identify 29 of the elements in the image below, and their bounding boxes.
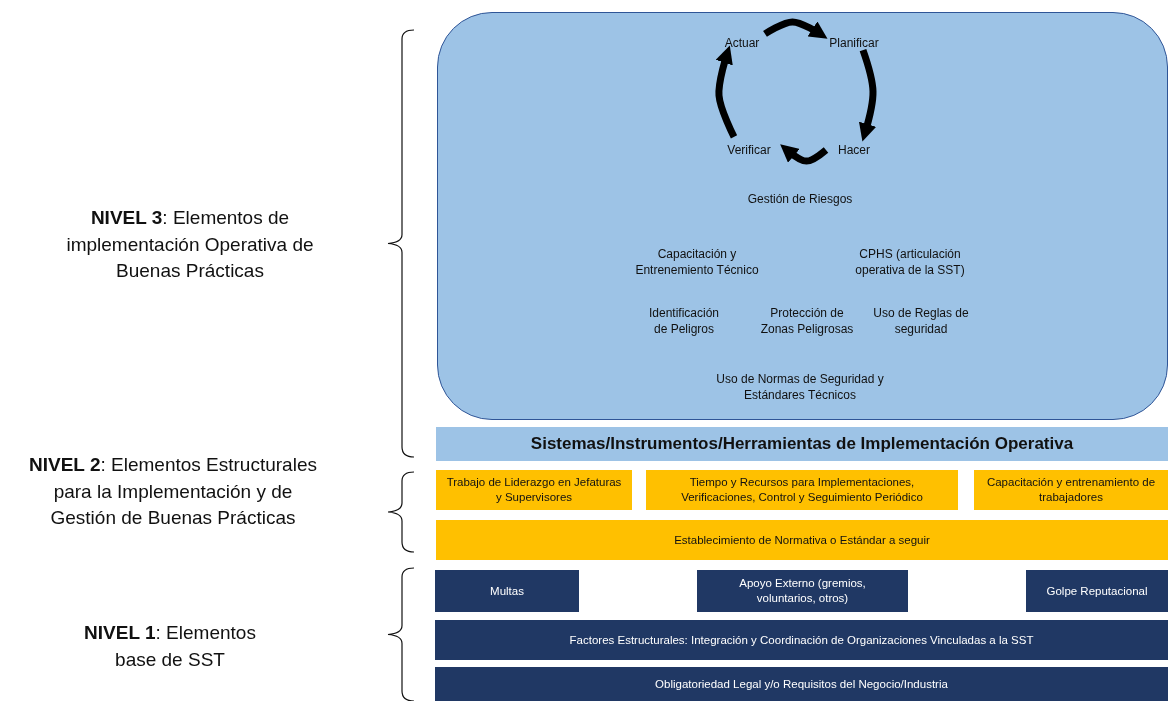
element-box: Golpe Reputacional <box>1026 570 1168 612</box>
cycle-step-label: Verificar <box>716 141 782 159</box>
curved-arrow <box>780 144 829 165</box>
curved-arrow <box>858 48 877 142</box>
element-label: Capacitación y Entrenemiento Técnico <box>632 245 762 279</box>
cycle-step-label: Hacer <box>829 141 879 159</box>
curved-arrow <box>715 45 738 139</box>
level-description: NIVEL 2: Elementos Estructurales para la Implementación y de Gestión de Buenas Prácticas <box>28 453 318 531</box>
curved-arrow <box>763 18 828 39</box>
element-label: Gestión de Riesgos <box>730 190 870 208</box>
element-box: Apoyo Externo (gremios, voluntarios, otros) <box>697 570 908 612</box>
element-box: Establecimiento de Normativa o Estándar a seguir <box>436 520 1168 560</box>
element-label: Uso de Reglas de seguridad <box>866 304 976 338</box>
cycle-step-label: Planificar <box>819 34 889 52</box>
level-description: NIVEL 3: Elementos de implementación Operativa de Buenas Prácticas <box>65 206 315 284</box>
element-box: Tiempo y Recursos para Implementaciones, Verificaciones, Control y Seguimiento Periódico <box>646 470 958 510</box>
level-description: NIVEL 1: Elementos base de SST <box>83 621 257 672</box>
element-box: Capacitación y entrenamiento de trabajadores <box>974 470 1168 510</box>
cycle-step-label: Actuar <box>712 34 772 52</box>
element-label: CPHS (articulación operativa de la SST) <box>840 245 980 279</box>
element-box: Trabajo de Liderazgo en Jefaturas y Supervisores <box>436 470 632 510</box>
element-box: Multas <box>435 570 579 612</box>
rounded-panel <box>437 12 1168 420</box>
header-bar: Sistemas/Instrumentos/Herramientas de Implementación Operativa <box>436 427 1168 461</box>
element-label: Uso de Normas de Seguridad y Estándares Técnicos <box>700 370 900 404</box>
element-box: Factores Estructurales: Integración y Coordinación de Organizaciones Vinculadas a la SST <box>435 620 1168 660</box>
element-label: Identificación de Peligros <box>643 304 725 338</box>
element-label: Protección de Zonas Peligrosas <box>752 304 862 338</box>
element-box: Obligatoriedad Legal y/o Requisitos del Negocio/Industria <box>435 667 1168 701</box>
